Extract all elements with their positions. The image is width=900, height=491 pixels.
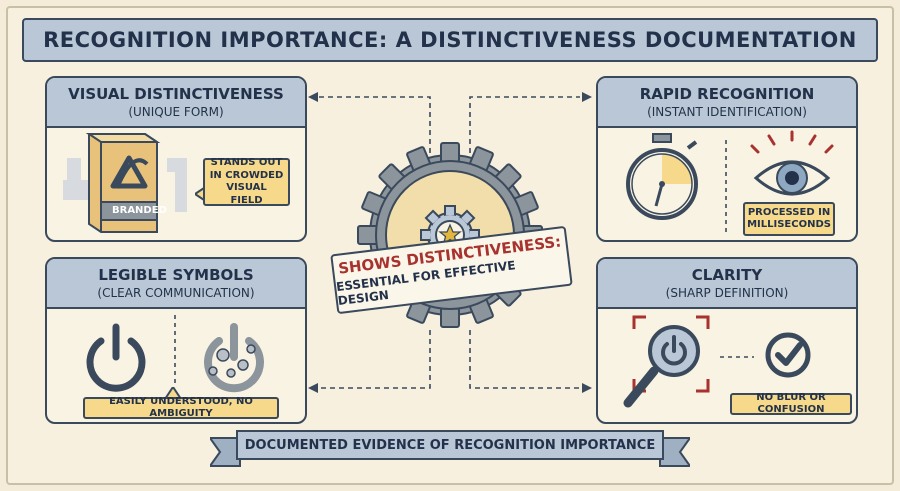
branded-box-illustration bbox=[63, 133, 187, 233]
panel-header: CLARITY (SHARP DEFINITION) bbox=[598, 259, 856, 309]
magnifier-icon bbox=[623, 325, 700, 408]
title-banner: RECOGNITION IMPORTANCE: A DISTINCTIVENES… bbox=[22, 18, 878, 62]
power-icon-clear bbox=[86, 323, 146, 392]
panel-title: CLARITY bbox=[691, 266, 763, 284]
clarity-illustration bbox=[623, 315, 811, 408]
eye-icon bbox=[750, 130, 834, 196]
panel-subtitle: (INSTANT IDENTIFICATION) bbox=[647, 105, 807, 119]
panel-header: RAPID RECOGNITION (INSTANT IDENTIFICATIO… bbox=[598, 78, 856, 128]
panel-subtitle: (CLEAR COMMUNICATION) bbox=[97, 286, 255, 300]
power-icon-cluttered bbox=[204, 323, 264, 393]
checkmark-icon bbox=[765, 332, 811, 378]
panel-subtitle: (SHARP DEFINITION) bbox=[665, 286, 789, 300]
product-box-icon bbox=[85, 133, 161, 233]
legible-illustration bbox=[86, 315, 264, 393]
callout-stands-out: STANDS OUT IN CROWDED VISUAL FIELD bbox=[203, 157, 290, 206]
callout-no-blur: NO BLUR OR CONFUSION bbox=[730, 392, 852, 415]
callout-pointer bbox=[165, 387, 181, 399]
rapid-illustration bbox=[626, 130, 834, 232]
panel-title: VISUAL DISTINCTIVENESS bbox=[68, 85, 284, 103]
callout-no-ambiguity: EASILY UNDERSTOOD, NO AMBIGUITY bbox=[83, 396, 279, 419]
panel-subtitle: (UNIQUE FORM) bbox=[128, 105, 224, 119]
panel-clarity: CLARITY (SHARP DEFINITION) NO BLUR OR CO… bbox=[596, 257, 858, 424]
footer-ribbon: DOCUMENTED EVIDENCE OF RECOGNITION IMPOR… bbox=[236, 430, 664, 460]
callout-milliseconds: PROCESSED IN MILLISECONDS bbox=[743, 202, 835, 236]
box-label: BRANDED bbox=[112, 205, 167, 216]
panel-visual-distinctiveness: VISUAL DISTINCTIVENESS (UNIQUE FORM) BRA… bbox=[45, 76, 307, 242]
panel-title: RAPID RECOGNITION bbox=[639, 85, 815, 103]
panel-header: VISUAL DISTINCTIVENESS (UNIQUE FORM) bbox=[47, 78, 305, 128]
panel-header: LEGIBLE SYMBOLS (CLEAR COMMUNICATION) bbox=[47, 259, 305, 309]
footer-text: DOCUMENTED EVIDENCE OF RECOGNITION IMPOR… bbox=[244, 437, 656, 453]
panel-title: LEGIBLE SYMBOLS bbox=[98, 266, 254, 284]
panel-rapid-recognition: RAPID RECOGNITION (INSTANT IDENTIFICATIO… bbox=[596, 76, 858, 242]
stopwatch-icon bbox=[626, 133, 698, 220]
ribbon-tail-right bbox=[659, 437, 690, 467]
ribbon-tail-left bbox=[210, 437, 241, 467]
panel-legible-symbols: LEGIBLE SYMBOLS (CLEAR COMMUNICATION) EA… bbox=[45, 257, 307, 424]
crowded-background-shapes bbox=[63, 158, 187, 212]
page-title: RECOGNITION IMPORTANCE: A DISTINCTIVENES… bbox=[43, 28, 857, 52]
